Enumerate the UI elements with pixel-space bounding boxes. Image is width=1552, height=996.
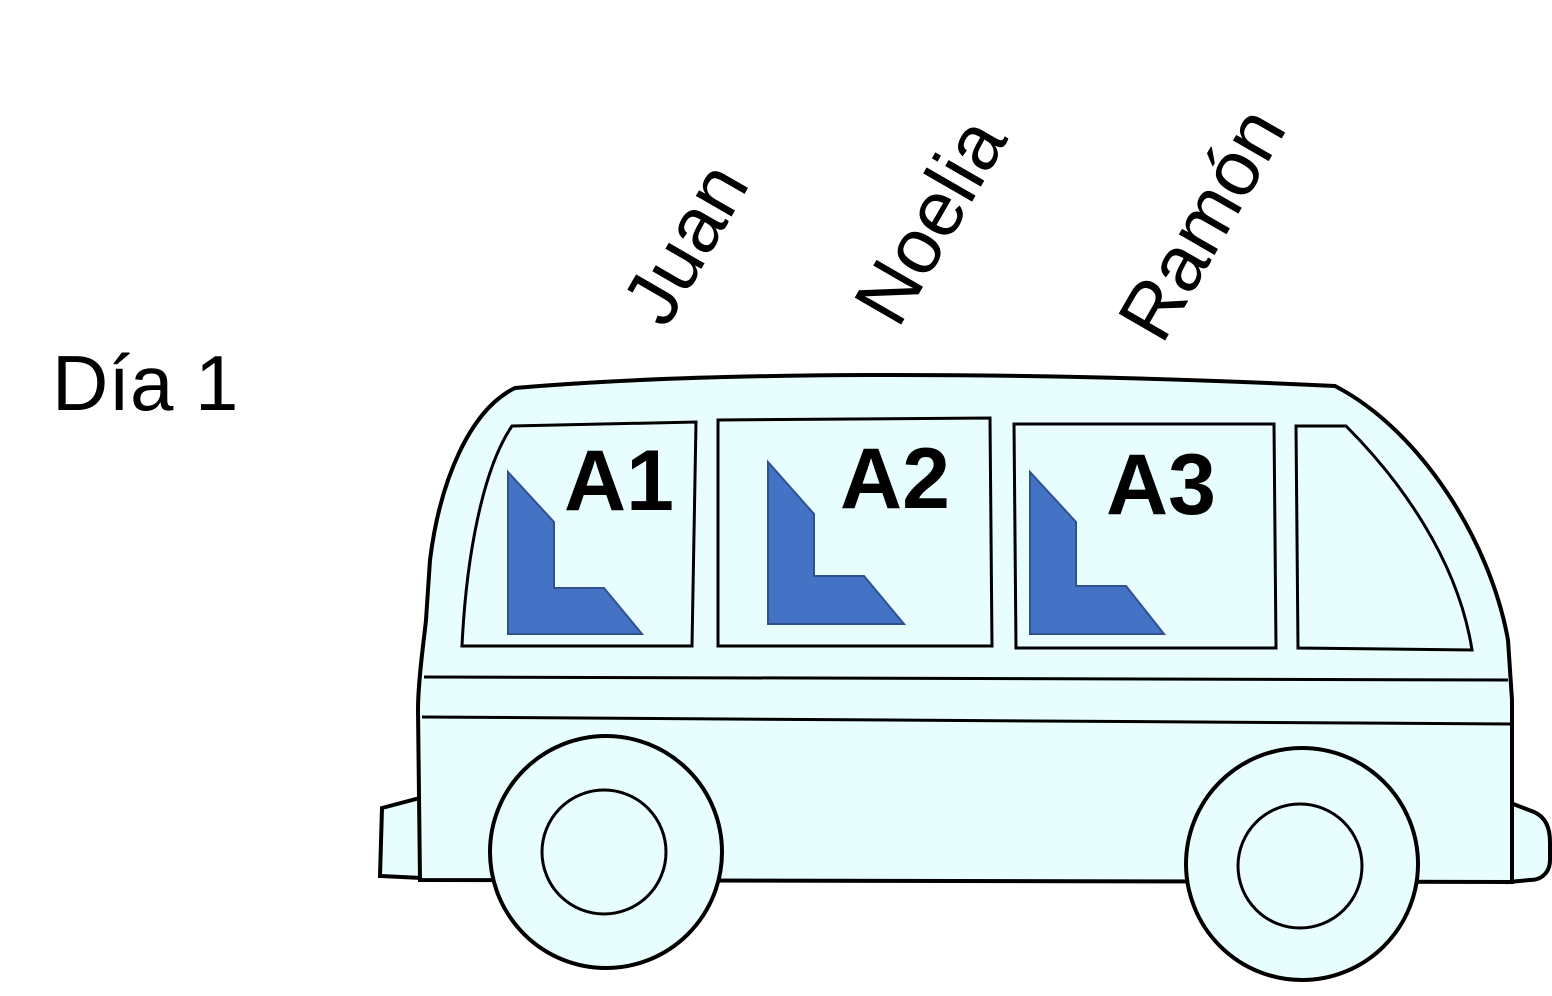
front-bumper [1506, 799, 1552, 885]
rear-wheel [488, 734, 724, 970]
window-3 [1012, 422, 1278, 650]
window-front [1294, 424, 1474, 652]
seat-icon [1029, 469, 1167, 635]
seat-code-3: A3 [1106, 437, 1216, 533]
front-wheel [1184, 746, 1420, 982]
rear-bumper [377, 795, 425, 881]
window-2 [716, 416, 994, 648]
seat-code-1: A1 [564, 433, 674, 529]
passenger-name-2: Noelia [837, 102, 1024, 338]
seat-icon [767, 459, 907, 625]
seat-icon [507, 469, 645, 635]
passenger-name-3: Ramón [1101, 93, 1303, 355]
day-label: Día 1 [52, 339, 238, 427]
window-1 [460, 420, 698, 648]
van-body [415, 372, 1514, 885]
seat-code-2: A2 [840, 431, 950, 527]
passenger-name-1: Juan [605, 148, 766, 338]
van-icon [377, 372, 1552, 982]
